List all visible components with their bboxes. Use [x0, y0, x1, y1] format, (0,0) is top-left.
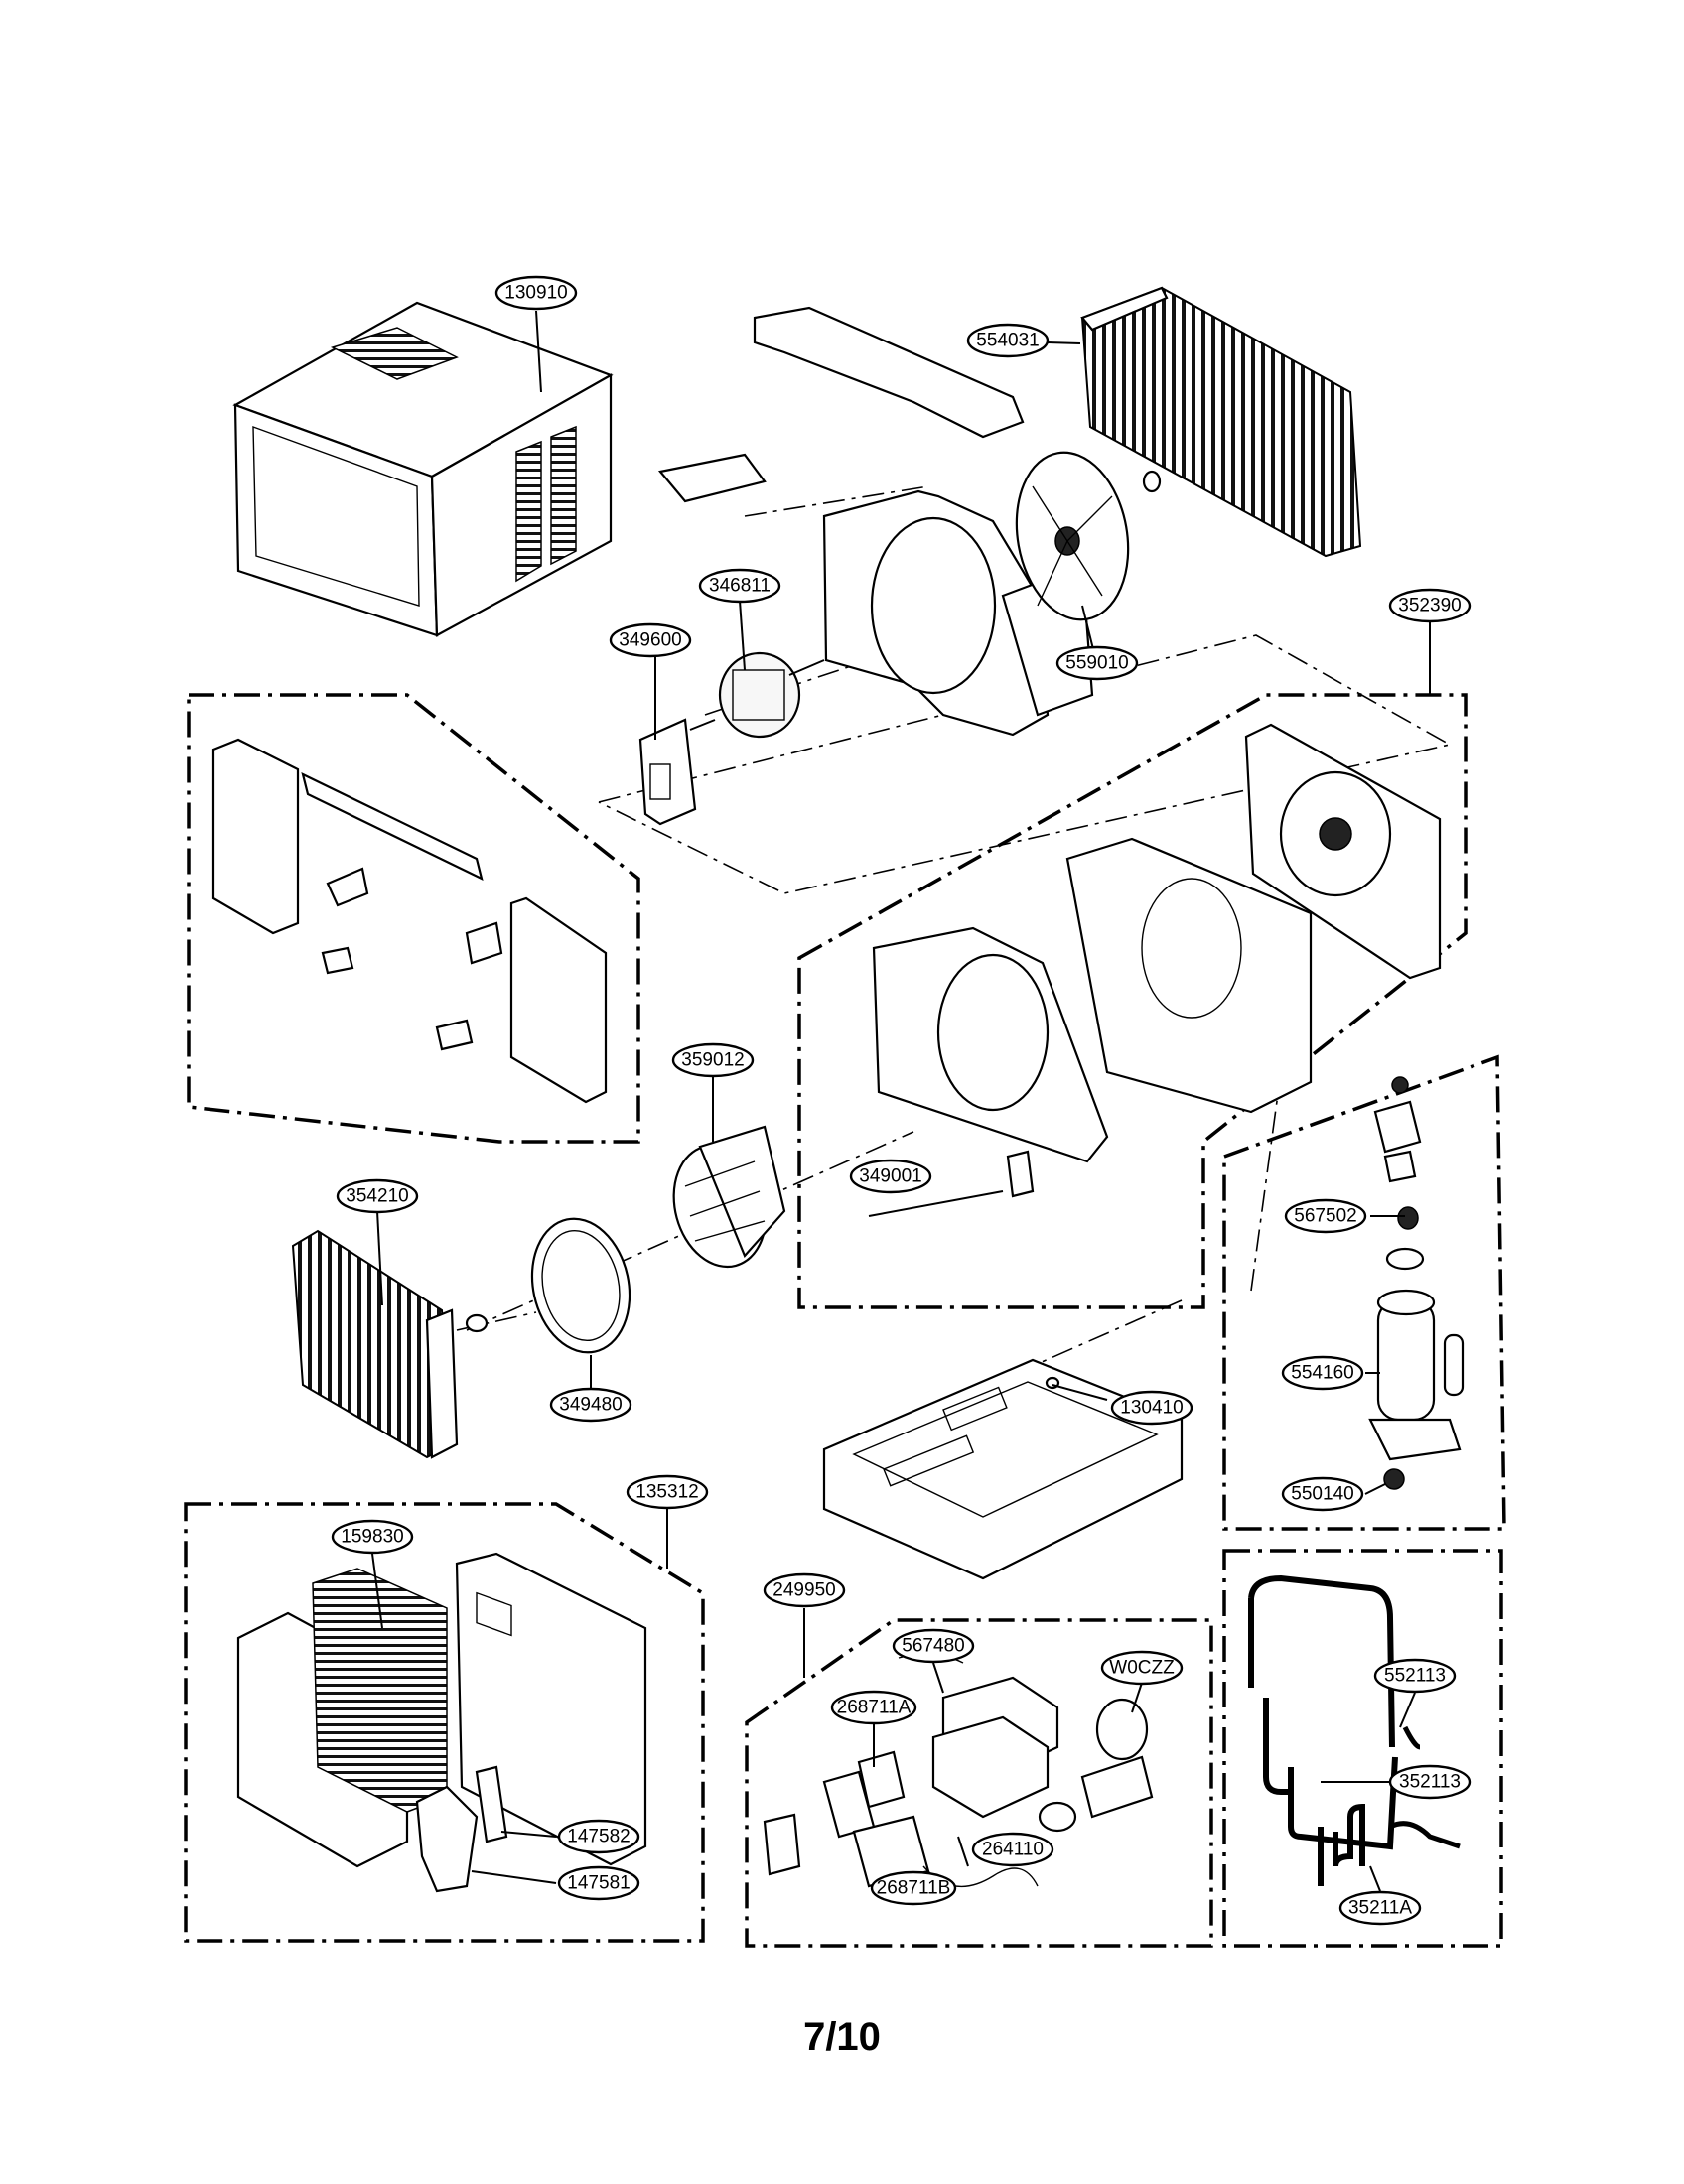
frame-fan-shroud-352390 [797, 693, 1468, 1309]
frame-control-249950 [745, 1618, 1213, 1948]
callout-label: 554160 [1291, 1363, 1353, 1384]
callout-130910: 130910 [494, 275, 578, 311]
callout-567480: 567480 [892, 1628, 975, 1664]
callout-label: 268711A [837, 1698, 912, 1718]
callout-label: 249950 [772, 1580, 835, 1601]
callout-552113: 552113 [1373, 1658, 1457, 1694]
callout-label: 35211A [1348, 1898, 1412, 1919]
fan-motor [689, 651, 825, 739]
frame-front-brackets [187, 693, 640, 1144]
callout-W0CZZ: W0CZZ [1100, 1650, 1184, 1686]
callout-label: 552113 [1384, 1666, 1446, 1687]
callout-label: 352113 [1399, 1772, 1461, 1793]
callout-label: 349001 [859, 1166, 921, 1187]
callout-label: 135312 [635, 1482, 698, 1503]
orifice-ring [465, 1217, 632, 1354]
callout-label: 359012 [681, 1050, 744, 1071]
callout-label: 550140 [1291, 1484, 1353, 1505]
refrigerant-tubing [1248, 1574, 1461, 1886]
blower-wheel [672, 1125, 786, 1269]
callout-label: 567502 [1294, 1206, 1356, 1227]
frame-front-panel-135312 [184, 1502, 705, 1943]
callout-label: 349480 [559, 1395, 622, 1416]
motor-mount-bracket [638, 718, 697, 826]
callout-label: 554031 [976, 331, 1039, 351]
frame-compressor [1222, 1054, 1506, 1531]
link-bracket-motor [744, 485, 929, 517]
callout-354210: 354210 [336, 1178, 419, 1214]
link-shroud-base [932, 1299, 1183, 1411]
callout-268711A: 268711A [830, 1690, 917, 1725]
callout-label: 346811 [709, 576, 771, 597]
callout-264110: 264110 [971, 1832, 1054, 1867]
callout-349480: 349480 [549, 1387, 632, 1423]
callout-label: 567480 [902, 1636, 964, 1657]
callout-147581: 147581 [557, 1865, 640, 1901]
callout-label: 264110 [982, 1840, 1044, 1860]
callout-label: 354210 [346, 1186, 408, 1207]
callout-35211A: 35211A [1338, 1890, 1422, 1926]
callout-352113: 352113 [1388, 1764, 1472, 1800]
callout-346811: 346811 [698, 568, 781, 604]
callout-label: 130410 [1120, 1398, 1183, 1419]
evaporator-coil [291, 1229, 459, 1459]
callout-leaders [371, 310, 1431, 1892]
callout-label: 268711B [877, 1878, 951, 1899]
frame-refrigerant-tubes [1222, 1549, 1503, 1948]
callout-147582: 147582 [557, 1819, 640, 1854]
page-number: 7/10 [803, 2015, 881, 2059]
callout-249950: 249950 [763, 1572, 846, 1608]
callout-559010: 559010 [1055, 645, 1139, 681]
callout-135312: 135312 [626, 1474, 709, 1510]
callout-359012: 359012 [671, 1042, 755, 1078]
compressor-assembly [1368, 1076, 1465, 1490]
front-panel-parts [236, 1552, 647, 1893]
link-shroud-base2 [1250, 1071, 1282, 1292]
front-bracket-parts [211, 738, 608, 1104]
callout-554031: 554031 [966, 323, 1050, 358]
callout-554160: 554160 [1281, 1355, 1364, 1391]
callout-352390: 352390 [1388, 588, 1472, 623]
callout-159830: 159830 [331, 1519, 414, 1555]
callout-label: 147581 [567, 1873, 630, 1894]
callout-label: 159830 [341, 1527, 403, 1548]
top-bracket-plate [657, 306, 1025, 503]
callout-label: 349600 [619, 630, 681, 651]
callout-130410: 130410 [1110, 1390, 1193, 1426]
callout-567502: 567502 [1284, 1198, 1367, 1234]
callout-268711B: 268711B [870, 1870, 957, 1906]
condenser-coil [1080, 286, 1362, 558]
callout-349001: 349001 [849, 1159, 932, 1194]
cabinet-wrapper [232, 301, 614, 637]
callout-349600: 349600 [609, 622, 692, 658]
condenser-fan-assembly [822, 451, 1162, 737]
control-box-parts [763, 1653, 1154, 1888]
callout-label: 352390 [1398, 596, 1461, 616]
callout-label: 147582 [567, 1827, 630, 1847]
callout-550140: 550140 [1281, 1476, 1364, 1512]
callout-label: 559010 [1065, 653, 1128, 674]
base-pan [822, 1358, 1184, 1580]
callout-label: 130910 [504, 283, 567, 304]
callout-label: W0CZZ [1109, 1658, 1175, 1679]
evaporator-shroud [868, 723, 1442, 1217]
